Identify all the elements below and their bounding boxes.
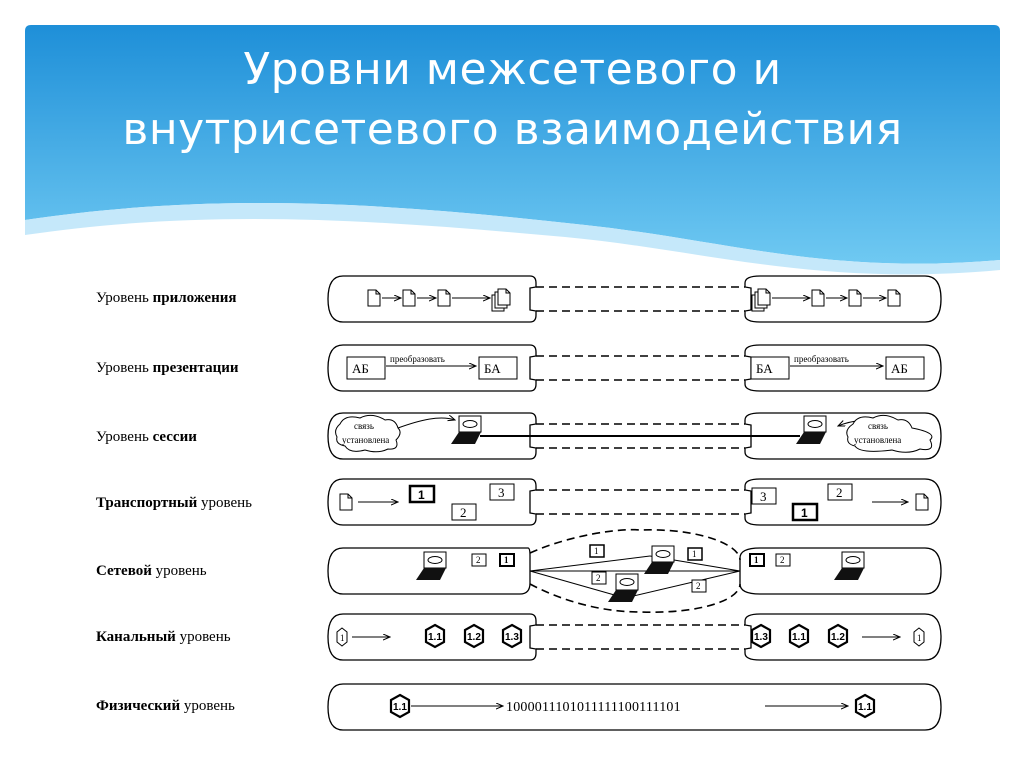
computer-icon — [643, 545, 675, 575]
transport-right-segment-2: 2 — [836, 485, 843, 500]
layer-label-network: Сетевой уровень — [96, 563, 207, 579]
row-application — [327, 275, 942, 323]
session-left-bubble-line2: установлена — [342, 435, 389, 445]
transport-left-segment-3: 3 — [498, 485, 505, 500]
document-stack-icon — [492, 289, 510, 311]
document-icon — [402, 289, 416, 307]
layer-label-application: Уровень приложения — [96, 290, 236, 306]
presentation-right-output: АБ — [891, 361, 908, 376]
datalink-right-frame-2: 1.2 — [831, 632, 845, 643]
network-route-packet-2a: 2 — [596, 573, 601, 583]
transport-left-segment-1: 1 — [418, 488, 425, 502]
network-left-packet-1: 1 — [504, 555, 509, 565]
transport-right-segment-3: 3 — [760, 489, 767, 504]
presentation-left-action: преобразовать — [390, 354, 445, 364]
layer-label-session: Уровень сессии — [96, 429, 197, 445]
datalink-left-source: 1 — [340, 633, 345, 643]
datalink-left-frame-1: 1.1 — [428, 632, 442, 643]
layer-label-presentation: Уровень презентации — [96, 360, 239, 376]
document-icon — [848, 289, 862, 307]
layer-labels: Уровень приложения Уровень презентации У… — [96, 290, 252, 714]
speech-bubble-icon — [335, 414, 401, 453]
presentation-left-output: БА — [484, 361, 501, 376]
row-datalink: 1 1.1 1.2 1.3 1.3 1.1 1.2 1 — [327, 613, 942, 661]
document-icon — [887, 289, 901, 307]
document-stack-icon — [752, 289, 770, 311]
slide-title: Уровни межсетевого и внутрисетевого взаи… — [25, 40, 1000, 160]
session-right-bubble-line1: связь — [868, 421, 888, 431]
document-icon — [367, 289, 381, 307]
datalink-left-frame-2: 1.2 — [467, 632, 481, 643]
network-route-packet-2b: 2 — [696, 581, 701, 591]
document-icon — [437, 289, 451, 307]
header-banner — [25, 25, 1000, 275]
layer-label-transport: Транспортный уровень — [96, 495, 252, 511]
network-route-packet-1a: 1 — [594, 546, 599, 556]
session-left-bubble-line1: связь — [354, 421, 374, 431]
row-transport: 1 2 3 3 2 1 — [327, 478, 942, 526]
network-left-packet-2: 2 — [476, 555, 481, 565]
presentation-right-action: преобразовать — [794, 354, 849, 364]
physical-right-frame: 1.1 — [858, 702, 872, 713]
session-right-bubble-line2: установлена — [854, 435, 901, 445]
document-icon — [339, 493, 353, 511]
physical-left-frame: 1.1 — [393, 702, 407, 713]
row-network: 2 1 1 1 2 2 1 2 — [327, 528, 942, 613]
datalink-right-frame-3: 1.3 — [754, 632, 768, 643]
network-route-packet-1b: 1 — [692, 549, 697, 559]
layer-label-datalink: Канальный уровень — [96, 629, 231, 645]
title-line-1: Уровни межсетевого и — [243, 44, 782, 95]
computer-icon — [607, 573, 639, 603]
layer-label-physical: Физический уровень — [96, 698, 235, 714]
transport-right-segment-1: 1 — [801, 506, 808, 520]
physical-bitstream: 1000011101011111100111101 — [506, 700, 681, 715]
presentation-left-input: АБ — [352, 361, 369, 376]
transport-left-segment-2: 2 — [460, 505, 467, 520]
datalink-right-frame-1: 1.1 — [792, 632, 806, 643]
document-icon — [811, 289, 825, 307]
datalink-left-frame-3: 1.3 — [505, 632, 519, 643]
network-right-packet-2: 2 — [780, 555, 785, 565]
presentation-right-input: БА — [756, 361, 773, 376]
document-icon — [915, 493, 929, 511]
row-presentation: АБ преобразовать БА БА преобразовать АБ — [327, 344, 942, 392]
row-session: связь установлена связь установлена — [327, 412, 942, 460]
datalink-right-target: 1 — [917, 633, 922, 643]
row-physical: 1.1 1000011101011111100111101 1.1 — [327, 683, 942, 731]
network-right-packet-1: 1 — [754, 555, 759, 565]
speech-bubble-icon — [846, 414, 933, 453]
title-line-2: внутрисетевого взаимодействия — [122, 104, 903, 155]
